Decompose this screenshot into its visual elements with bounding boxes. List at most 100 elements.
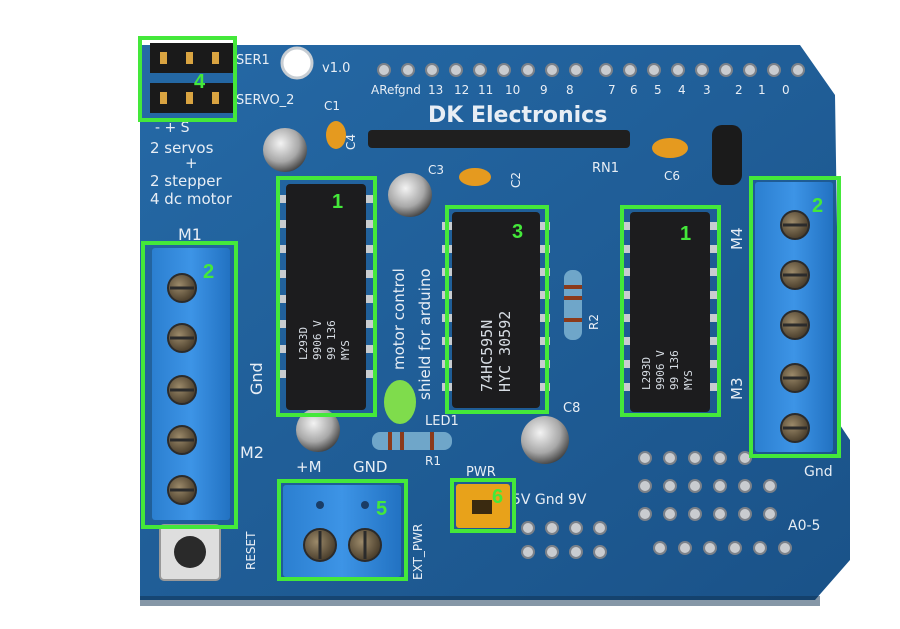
svg-text:99 136: 99 136 (668, 350, 681, 390)
power-pin-pads (521, 521, 607, 559)
svg-text:L293D: L293D (297, 327, 310, 360)
right-motor-driver-chip: L293D 9906 V 99 136 MYS (620, 212, 720, 412)
highlight-box-left-chip (276, 176, 377, 417)
gnd-right-label: Gnd (804, 464, 833, 480)
annotation-label: 3 (512, 221, 523, 243)
servo-header-pins (150, 43, 234, 113)
prototype-pad-grid (638, 451, 792, 555)
svg-text:5: 5 (654, 83, 662, 97)
servo-pin-labels: - + S (155, 120, 190, 136)
svg-text:2 stepper: 2 stepper (150, 172, 223, 190)
svg-text:0: 0 (782, 83, 790, 97)
svg-text:ARef: ARef (371, 83, 399, 97)
svg-text:13: 13 (428, 83, 443, 97)
highlight-box-jumper (450, 478, 516, 533)
svg-text:C1: C1 (324, 99, 340, 113)
ext-pwr-label: EXT_PWR (411, 524, 425, 580)
highlight-box-left-terminal (141, 241, 238, 529)
reset-label: RESET (244, 531, 258, 570)
servo1-label: SER1 (236, 53, 270, 68)
electrolytic-capacitor-2 (388, 173, 432, 217)
mounting-hole (280, 46, 314, 80)
svg-text:1: 1 (758, 83, 766, 97)
external-power-terminal (283, 485, 401, 577)
m2-label: M2 (240, 443, 264, 462)
led-green (384, 380, 416, 424)
capacitor-c3 (459, 168, 491, 186)
highlight-box-center-chip (445, 205, 549, 414)
svg-text:10: 10 (505, 83, 520, 97)
highlight-box-right-terminal (749, 176, 841, 458)
svg-text:C4: C4 (344, 134, 358, 150)
servo2-label: SERVO_2 (236, 93, 294, 108)
feature-text: 2 servos + 2 stepper 4 dc motor (150, 139, 233, 208)
shift-register-chip: 74HC595N HYC 30592 (442, 212, 550, 408)
electrolytic-capacitor-4 (521, 416, 569, 464)
diode (712, 125, 742, 185)
capacitor-c1 (326, 121, 346, 149)
left-screw-terminal-block (152, 248, 230, 520)
svg-text:2: 2 (735, 83, 743, 97)
annotation-label: 2 (203, 261, 214, 283)
annotation-label: 5 (376, 498, 387, 520)
svg-text:9: 9 (540, 83, 548, 97)
top-header-left-labels: ARef gnd 13 12 11 10 9 8 (371, 83, 574, 97)
svg-text:6: 6 (630, 83, 638, 97)
pcb-bottom-shadow (140, 596, 820, 606)
m1-label: M1 (178, 225, 202, 244)
svg-text:R2: R2 (587, 314, 601, 330)
svg-text:LED1: LED1 (425, 414, 459, 429)
svg-text:74HC595N: 74HC595N (478, 320, 496, 392)
annotation-label: 2 (812, 195, 823, 217)
top-header-left-pads (377, 63, 583, 77)
highlight-box-ext-power (277, 479, 408, 581)
svg-text:11: 11 (478, 83, 493, 97)
motor-control-text: motor control (390, 268, 408, 370)
pwr-label: PWR (466, 465, 496, 480)
highlight-box-servo (138, 36, 237, 122)
svg-text:HYC 30592: HYC 30592 (496, 311, 514, 392)
svg-text:4: 4 (678, 83, 686, 97)
svg-text:9906 V: 9906 V (654, 350, 667, 390)
version-label: v1.0 (322, 61, 350, 76)
svg-text:+: + (185, 154, 198, 172)
svg-text:C8: C8 (563, 401, 580, 416)
plus-m-label: +M (296, 458, 322, 476)
power-pin-labels: 5V Gnd 9V (512, 492, 587, 508)
svg-text:C2: C2 (509, 172, 523, 188)
svg-text:12: 12 (454, 83, 469, 97)
m3-label: M3 (728, 378, 746, 401)
resistor-r1 (372, 432, 452, 450)
highlight-numbers: 1 3 1 2 2 4 5 6 (194, 71, 823, 520)
svg-text:2 servos: 2 servos (150, 139, 214, 157)
svg-text:MYS: MYS (682, 370, 695, 390)
right-screw-terminal-block (755, 182, 833, 452)
svg-text:L293D: L293D (640, 357, 653, 390)
top-header-right-labels: 7 6 5 4 3 2 1 0 (608, 83, 790, 97)
svg-text:4 dc motor: 4 dc motor (150, 190, 233, 208)
highlight-box-right-chip (620, 205, 721, 417)
top-header-right-pads (599, 63, 805, 77)
svg-text:MYS: MYS (339, 340, 352, 360)
highlight-overlays (138, 36, 841, 581)
annotation-label: 1 (680, 223, 691, 245)
svg-text:gnd: gnd (398, 83, 421, 97)
svg-text:99 136: 99 136 (325, 320, 338, 360)
svg-text:9906 V: 9906 V (311, 320, 324, 360)
capacitor-c6 (652, 138, 688, 158)
resistor-r2 (564, 270, 582, 340)
annotation-label: 4 (194, 71, 206, 93)
svg-text:8: 8 (566, 83, 574, 97)
gnd-bottom-label: GND (353, 458, 387, 476)
gnd-left-label: Gnd (247, 362, 266, 395)
annotation-label: 1 (332, 191, 343, 213)
shield-for-arduino-text: shield for arduino (416, 268, 434, 400)
svg-text:C3: C3 (428, 163, 444, 177)
analog-label: A0-5 (788, 518, 820, 534)
resistor-network (368, 130, 630, 148)
left-motor-driver-chip: L293D 9906 V 99 136 MYS (276, 184, 376, 410)
annotation-label: 6 (492, 486, 503, 508)
svg-text:C6: C6 (664, 169, 680, 183)
svg-text:3: 3 (703, 83, 711, 97)
